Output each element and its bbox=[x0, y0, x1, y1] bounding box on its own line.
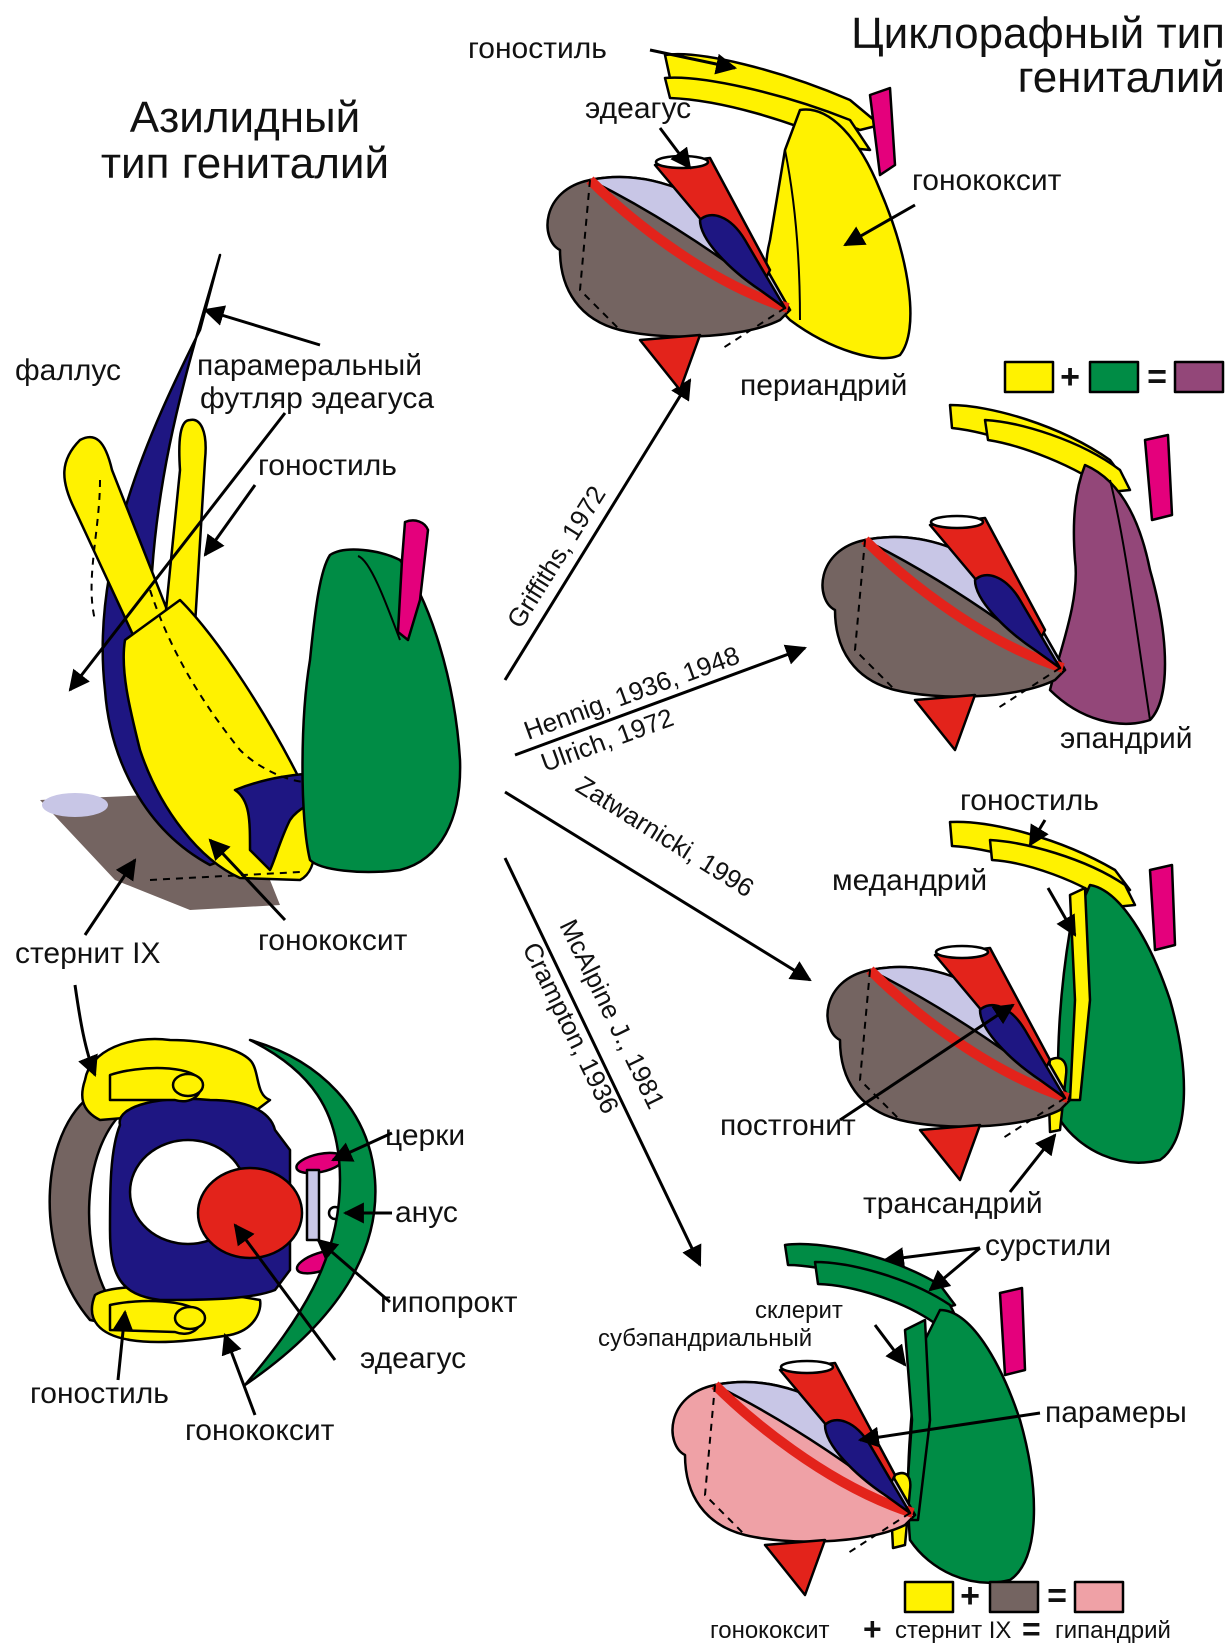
p1-label-periandrium: периандрий bbox=[740, 369, 907, 402]
formula-caption-b: стернит IX bbox=[895, 1617, 1011, 1643]
p1-label-gonostyle: гоностиль bbox=[468, 32, 607, 65]
p3-label-transandrium: трансандрий bbox=[863, 1187, 1043, 1220]
label-anus: анус bbox=[395, 1196, 458, 1229]
label-hypoproct: гипопрокт bbox=[380, 1286, 518, 1319]
p3-magenta bbox=[1150, 865, 1175, 950]
p4-magenta bbox=[1000, 1288, 1025, 1375]
p1-magenta bbox=[870, 88, 895, 175]
formula-bottom-plus: + bbox=[960, 1577, 980, 1615]
asilid-rear-view: церки анус гипопрокт эдеагус гоностиль г… bbox=[30, 985, 518, 1447]
title-cyclorrhaph: Циклорафный тип гениталий bbox=[851, 9, 1225, 102]
hypoproct-bar bbox=[307, 1170, 319, 1240]
lavender-tip bbox=[42, 793, 108, 817]
formula-top-equals: = bbox=[1147, 358, 1167, 396]
swatch-purple bbox=[1175, 362, 1223, 392]
p1-label-aedeagus: эдеагус bbox=[585, 92, 691, 125]
label-paramere-sheath-1: парамеральный bbox=[197, 349, 422, 382]
formula-caption-plus: + bbox=[863, 1611, 882, 1643]
p2-magenta bbox=[1145, 435, 1172, 520]
title-asilid-line2: тип гениталий bbox=[101, 139, 389, 188]
p3-arrow-transandrium bbox=[1010, 1135, 1055, 1192]
swatch-bottom-yellow bbox=[905, 1582, 953, 1612]
p4-label-subepandrial-1: склерит bbox=[755, 1297, 843, 1324]
swatch-yellow bbox=[1005, 362, 1053, 392]
asilid-side-view: фаллус парамеральный футляр эдеагуса гон… bbox=[15, 255, 460, 970]
title-cyclorrhaph-line2: гениталий bbox=[1018, 53, 1225, 102]
panel-periandrium: гоностиль эдеагус гонококсит периандрий bbox=[468, 32, 1062, 402]
label-cerci: церки bbox=[385, 1119, 465, 1152]
p3-label-postgonite: постгонит bbox=[720, 1109, 856, 1142]
swatch-bottom-grey bbox=[990, 1582, 1038, 1612]
title-cyclorrhaph-line1: Циклорафный тип bbox=[851, 9, 1225, 58]
swatch-green bbox=[1090, 362, 1138, 392]
formula-caption-c: гипандрий bbox=[1055, 1617, 1171, 1643]
swatch-bottom-pink bbox=[1075, 1582, 1123, 1612]
gonocoxite-right-shape bbox=[303, 550, 461, 872]
p3-label-medandrium: медандрий bbox=[832, 864, 987, 897]
label-phallus: фаллус bbox=[15, 354, 121, 387]
p2-epandrium bbox=[1050, 465, 1165, 724]
label-gonostyle-rear: гоностиль bbox=[30, 1377, 169, 1410]
label-gonocoxite-rear: гонококсит bbox=[185, 1414, 335, 1447]
title-asilid: Азилидный тип гениталий bbox=[101, 93, 389, 188]
formula-bottom: + = гонококсит + стернит IX = гипандрий bbox=[710, 1577, 1171, 1643]
arrow-phallus-tip bbox=[205, 310, 320, 345]
arrow-to-epandrium bbox=[515, 648, 805, 755]
label-sternite: стернит IX bbox=[15, 937, 161, 970]
formula-bottom-equals: = bbox=[1047, 1577, 1067, 1615]
arrow-gonocoxite-rear bbox=[225, 1335, 255, 1415]
formula-top: + = bbox=[1005, 358, 1223, 396]
formula-caption-equals: = bbox=[1022, 1611, 1041, 1643]
p4-label-parameres: парамеры bbox=[1045, 1396, 1187, 1429]
panel-hypandrium: сурстили склерит субэпандриальный параме… bbox=[598, 1229, 1187, 1595]
title-asilid-line1: Азилидный bbox=[130, 93, 361, 142]
p4-label-subepandrial-2: субэпандриальный bbox=[598, 1325, 812, 1352]
p2-label-epandrium: эпандрий bbox=[1060, 722, 1193, 755]
label-aedeagus-rear: эдеагус bbox=[360, 1342, 466, 1375]
citation-griffiths: Griffiths, 1972 bbox=[501, 480, 612, 633]
panel-epandrium: эпандрий bbox=[823, 405, 1193, 755]
label-gonostyle-side: гоностиль bbox=[258, 449, 397, 482]
arrow-gonostyle-side bbox=[205, 485, 255, 555]
citation-zatwarnicki: Zatwarnicki, 1996 bbox=[571, 770, 760, 903]
p4-label-surstyli: сурстили bbox=[985, 1229, 1111, 1262]
p3-label-gonostyle: гоностиль bbox=[960, 784, 1099, 817]
formula-top-plus: + bbox=[1060, 358, 1080, 396]
panel-medandrium: гоностиль медандрий постгонит трансандри… bbox=[720, 784, 1184, 1220]
arrow-to-periandrium bbox=[505, 380, 690, 680]
label-gonocoxite-side: гонококсит bbox=[258, 924, 408, 957]
label-paramere-sheath-2: футляр эдеагуса bbox=[200, 382, 434, 415]
p4-arrow-subepandrial bbox=[875, 1325, 905, 1365]
formula-caption-a: гонококсит bbox=[710, 1617, 829, 1643]
p1-label-gonocoxite: гонококсит bbox=[912, 164, 1062, 197]
